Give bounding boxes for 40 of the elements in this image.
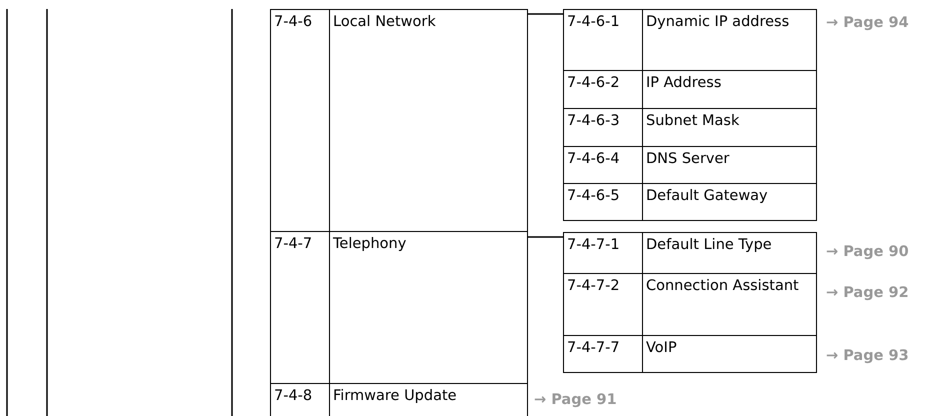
menu-item-box <box>563 146 817 184</box>
menu-number: 7-4-6-2 <box>567 74 620 92</box>
menu-item-box <box>563 273 817 337</box>
menu-item-box <box>563 70 817 109</box>
menu-item-box <box>270 9 528 232</box>
menu-label: VoIP <box>646 339 677 357</box>
menu-item-box <box>563 335 817 373</box>
menu-label: IP Address <box>646 74 722 92</box>
menu-item-box <box>563 232 817 274</box>
page-reference: → Page 92 <box>826 284 909 302</box>
menu-item-box <box>563 108 817 147</box>
menu-number: 7-4-8 <box>274 387 312 405</box>
menu-number: 7-4-7-1 <box>567 236 620 254</box>
menu-number: 7-4-6-4 <box>567 150 620 168</box>
menu-item-box <box>563 9 817 71</box>
menu-label: Subnet Mask <box>646 112 740 130</box>
page-reference: → Page 93 <box>826 347 909 365</box>
menu-item-box <box>563 183 817 221</box>
menu-number: 7-4-6 <box>274 13 312 31</box>
menu-item-box <box>270 383 528 416</box>
menu-label: Default Gateway <box>646 187 768 205</box>
menu-label: Connection Assistant <box>646 277 799 295</box>
menu-label: Telephony <box>333 235 406 253</box>
connector-line <box>528 13 563 15</box>
menu-number: 7-4-7 <box>274 235 312 253</box>
menu-number: 7-4-6-1 <box>567 13 620 31</box>
menu-label: Firmware Update <box>333 387 457 405</box>
menu-item-box <box>270 231 528 384</box>
menu-number: 7-4-7-2 <box>567 277 620 295</box>
menu-number: 7-4-6-3 <box>567 112 620 130</box>
page-reference: → Page 91 <box>534 391 617 409</box>
menu-label: Local Network <box>333 13 436 31</box>
connector-line <box>528 236 563 238</box>
menu-label: Dynamic IP address <box>646 13 790 31</box>
menu-label: DNS Server <box>646 150 730 168</box>
menu-number: 7-4-6-5 <box>567 187 620 205</box>
menu-label: Default Line Type <box>646 236 772 254</box>
menu-number: 7-4-7-7 <box>567 339 620 357</box>
page-reference: → Page 90 <box>826 243 909 261</box>
page-reference: → Page 94 <box>826 14 909 32</box>
